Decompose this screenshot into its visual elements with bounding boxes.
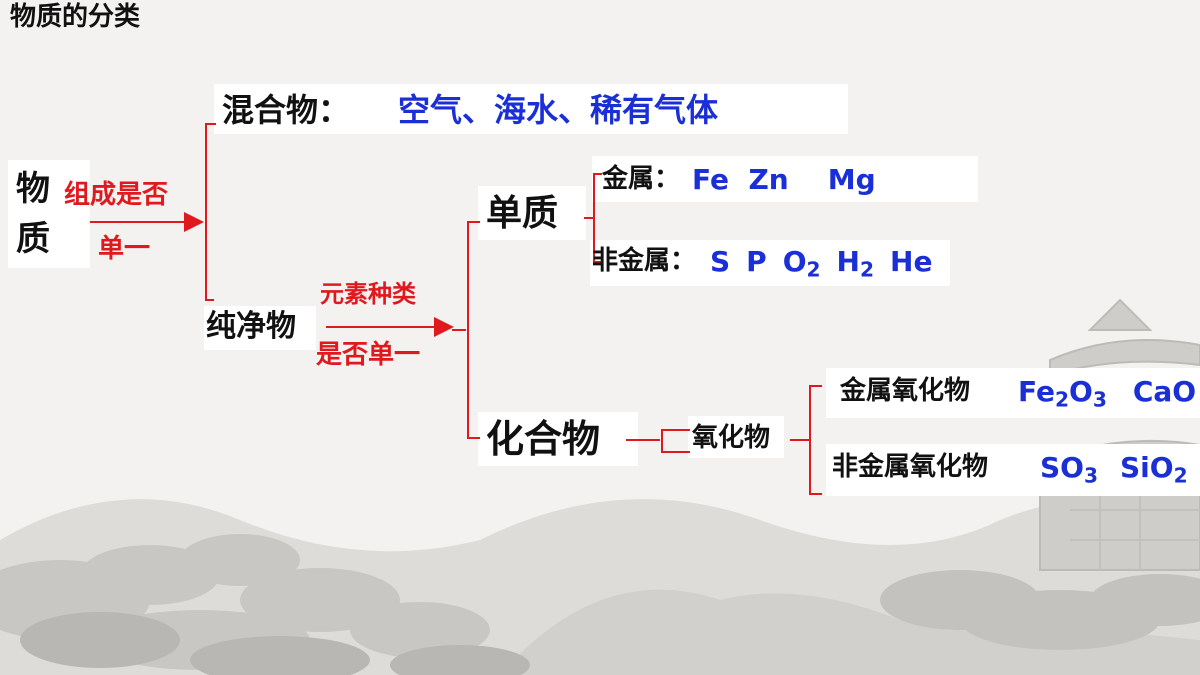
oxide-label: 氧化物 xyxy=(692,423,771,453)
metal-oxide-formula-base: O xyxy=(1069,375,1093,408)
nonmetal-oxide-label: 非金属氧化物 xyxy=(832,452,989,482)
metal-oxide-formula-subscript: 3 xyxy=(1092,387,1107,412)
bracket-level1 xyxy=(205,123,216,301)
metal-oxide-formula-base: CaO xyxy=(1132,375,1197,408)
nonmetal-oxide-formula-subscript: 3 xyxy=(1083,463,1098,488)
criterion2-line1: 元素种类 xyxy=(320,280,416,308)
compound-box xyxy=(478,412,638,466)
mixture-box xyxy=(214,84,848,134)
nonmetal-oxide-formula: SiO2 xyxy=(1120,451,1188,486)
nonmetal-formula-base: O xyxy=(782,245,807,278)
nonmetal-formula-subscript: 2 xyxy=(859,257,875,282)
nonmetal-formula: He xyxy=(890,245,932,278)
criterion2-line2: 是否单一 xyxy=(316,340,421,370)
nonmetal-oxide-formula: SO3 xyxy=(1040,451,1098,486)
nonmetal-label: 非金属： xyxy=(592,246,697,276)
metal-box xyxy=(592,156,978,202)
pure-label: 纯净物 xyxy=(206,309,296,344)
nonmetal-oxide-box xyxy=(826,444,1200,496)
criterion1-line2: 单一 xyxy=(98,234,151,264)
nonmetal-formula-base: H xyxy=(836,245,860,278)
nonmetal-oxide-formula-subscript: 2 xyxy=(1173,463,1188,488)
element-label: 单质 xyxy=(486,193,559,234)
metal-oxide-formula-base: Fe xyxy=(1018,375,1055,408)
root-box xyxy=(8,160,90,268)
nonmetal-formula-base: S xyxy=(710,245,731,278)
metal-label: 金属： xyxy=(602,164,681,194)
compound-label: 化合物 xyxy=(486,417,601,461)
nonmetal-formula: S xyxy=(710,245,730,278)
nonmetal-oxide-formula-base: SO xyxy=(1040,451,1084,484)
pure-box xyxy=(204,306,316,350)
bracket-oxide-types xyxy=(809,385,822,495)
root-label-line1: 物 xyxy=(16,169,50,209)
criterion1-line1: 组成是否 xyxy=(64,180,169,210)
metal-oxide-label: 金属氧化物 xyxy=(840,376,971,406)
nonmetal-formula-subscript: 2 xyxy=(806,257,821,282)
metal-examples: Fe Zn Mg xyxy=(692,163,876,196)
nonmetal-formula: H2 xyxy=(836,245,874,280)
element-box xyxy=(478,186,586,240)
oxide-box xyxy=(688,416,784,458)
metal-oxide-formula-subscript: 2 xyxy=(1054,387,1070,412)
nonmetal-oxide-formula-base: SiO xyxy=(1120,451,1174,484)
nonmetal-box xyxy=(590,240,950,286)
nonmetal-formula-base: P xyxy=(746,245,767,278)
metal-oxide-formula: Fe2O3 xyxy=(1018,375,1107,410)
nonmetal-formula: P xyxy=(746,245,767,278)
metal-oxide-box xyxy=(826,368,1200,418)
mixture-label: 混合物： xyxy=(222,91,351,129)
nonmetal-formula: O2 xyxy=(782,245,821,280)
metal-oxide-examples: Fe2O3 CaO xyxy=(1018,375,1200,410)
root-label-line2: 质 xyxy=(16,219,50,259)
mixture-examples: 空气、海水、稀有气体 xyxy=(398,91,719,129)
bracket-level2 xyxy=(467,221,480,439)
nonmetal-oxide-examples: SO3 SiO2 xyxy=(1040,451,1200,486)
bracket-oxide xyxy=(661,429,690,453)
metal-oxide-formula: CaO xyxy=(1133,375,1196,408)
page-title: 物质的分类 xyxy=(10,2,141,32)
nonmetal-formula-base: He xyxy=(890,245,933,278)
